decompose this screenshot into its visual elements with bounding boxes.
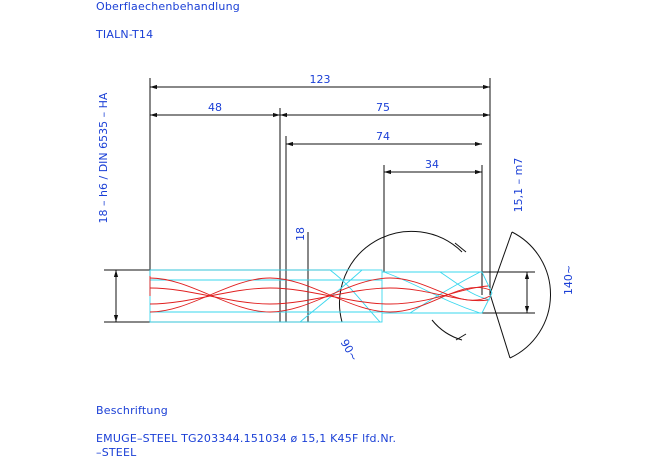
dim-flute-reach: 74 (376, 130, 390, 143)
dim-body-length: 75 (376, 101, 390, 114)
dim-cutting-length: 34 (425, 158, 439, 171)
dimension-lines (104, 84, 535, 323)
helix-lines (149, 276, 491, 313)
dim-shank-length: 48 (208, 101, 222, 114)
dim-shank-diameter: 18 (294, 227, 307, 241)
dim-helix-angle: 90~ (338, 337, 361, 364)
label-line-1: EMUGE–STEEL TG203344.151034 ø 15,1 K45F … (96, 432, 397, 445)
angle-arcs (339, 230, 551, 359)
dim-cutting-diameter: 15,1 – m7 (512, 158, 525, 213)
label-line-2: –STEEL (96, 446, 137, 459)
extension-lines (149, 78, 491, 322)
dim-overall-length: 123 (310, 73, 331, 86)
dim-shank-tolerance: 18 – h6 / DIN 6535 – HA (97, 92, 110, 223)
surface-treatment-heading: Oberflaechenbehandlung (96, 0, 240, 13)
coating-label: TIALN-T14 (96, 28, 154, 41)
dim-point-angle: 140~ (562, 265, 575, 295)
label-heading: Beschriftung (96, 404, 168, 417)
